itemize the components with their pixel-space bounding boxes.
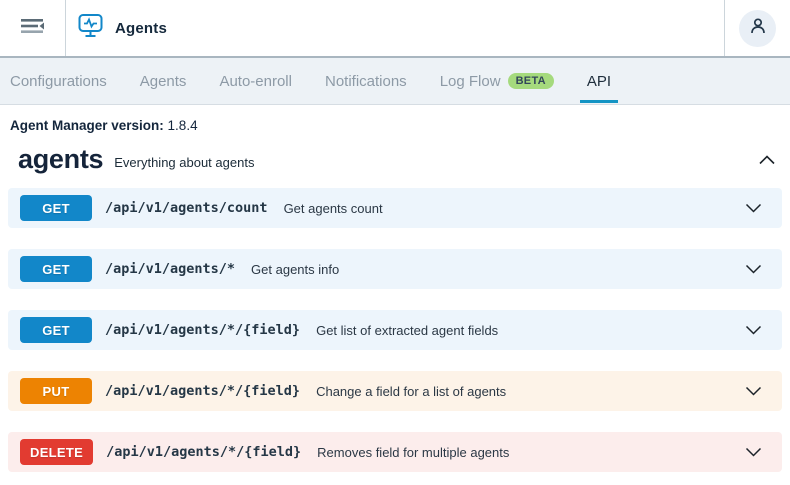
beta-badge: BETA (507, 73, 554, 89)
section-description: Everything about agents (114, 155, 255, 170)
section-title: agents (18, 144, 104, 174)
tab-notifications[interactable]: Notifications (325, 58, 407, 104)
tab-configurations[interactable]: Configurations (10, 58, 107, 104)
user-icon (748, 16, 768, 41)
version-info: Agent Manager version: 1.8.4 (0, 105, 790, 133)
chevron-down-icon[interactable] (745, 264, 762, 274)
tab-auto-enroll[interactable]: Auto-enroll (219, 58, 292, 104)
endpoint-row-delete-field[interactable]: DELETE /api/v1/agents/*/{field} Removes … (8, 432, 782, 472)
tab-label: Agents (139, 72, 187, 90)
chevron-down-icon[interactable] (745, 386, 762, 396)
endpoint-list: GET /api/v1/agents/count Get agents coun… (0, 185, 790, 472)
endpoint-summary: Get agents count (283, 200, 383, 216)
tab-api[interactable]: API (579, 58, 619, 104)
tab-label: API (586, 72, 612, 90)
tab-label: Auto-enroll (219, 72, 292, 90)
method-badge[interactable]: DELETE (20, 439, 94, 465)
chevron-up-icon[interactable] (758, 154, 776, 165)
tab-label: Log Flow (439, 72, 501, 90)
method-badge[interactable]: GET (20, 195, 92, 221)
chevron-down-icon[interactable] (745, 325, 762, 335)
monitor-pulse-icon (77, 12, 104, 44)
top-bar: Agents (0, 0, 790, 58)
endpoint-summary: Get agents info (251, 261, 340, 277)
tab-label: Notifications (324, 72, 407, 90)
tab-agents[interactable]: Agents (140, 58, 187, 104)
page-title: Agents (115, 19, 168, 37)
section-header-agents[interactable]: agents Everything about agents (0, 133, 790, 185)
endpoint-row-get-count[interactable]: GET /api/v1/agents/count Get agents coun… (8, 188, 782, 228)
endpoint-path: /api/v1/agents/count (105, 200, 268, 216)
endpoint-path: /api/v1/agents/* (105, 261, 236, 277)
tab-log-flow[interactable]: Log Flow BETA (440, 58, 554, 104)
method-badge[interactable]: PUT (20, 378, 92, 404)
endpoint-summary: Get list of extracted agent fields (316, 322, 499, 338)
chevron-down-icon[interactable] (745, 203, 762, 213)
endpoint-path: /api/v1/agents/*/{field} (106, 444, 302, 460)
user-menu-button[interactable] (739, 9, 776, 47)
endpoint-path: /api/v1/agents/*/{field} (105, 383, 301, 399)
collapse-menu-icon (20, 16, 46, 41)
method-badge[interactable]: GET (20, 256, 92, 282)
tab-bar: Configurations Agents Auto-enroll Notifi… (0, 58, 790, 105)
top-bar-right (724, 0, 790, 56)
endpoint-row-get-info[interactable]: GET /api/v1/agents/* Get agents info (8, 249, 782, 289)
method-badge[interactable]: GET (20, 317, 92, 343)
endpoint-path: /api/v1/agents/*/{field} (105, 322, 301, 338)
endpoint-summary: Change a field for a list of agents (316, 383, 507, 399)
version-value: 1.8.4 (167, 118, 198, 133)
endpoint-row-get-field[interactable]: GET /api/v1/agents/*/{field} Get list of… (8, 310, 782, 350)
sidebar-toggle-button[interactable] (0, 0, 66, 56)
chevron-down-icon[interactable] (745, 447, 762, 457)
version-label: Agent Manager version: (10, 118, 164, 133)
endpoint-row-put-field[interactable]: PUT /api/v1/agents/*/{field} Change a fi… (8, 371, 782, 411)
endpoint-summary: Removes field for multiple agents (317, 444, 510, 460)
app-header: Agents (66, 0, 724, 56)
tab-label: Configurations (10, 72, 107, 90)
